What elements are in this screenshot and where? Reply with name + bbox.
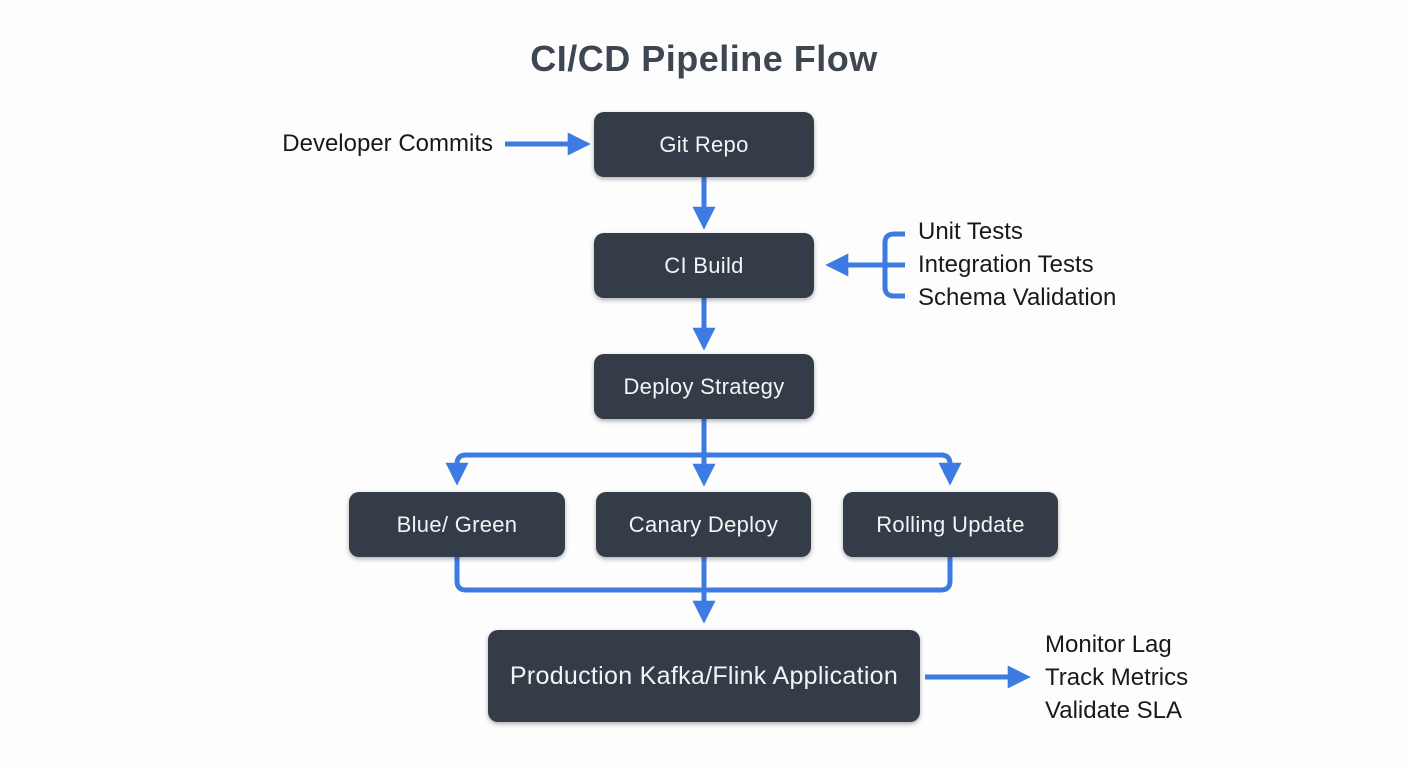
node-canary-deploy-label: Canary Deploy [628,511,779,537]
label-track-metrics: Track Metrics [1045,664,1189,691]
label-developer-commits: Developer Commits [282,130,493,157]
bracket-ci-checks [882,231,905,299]
node-git-repo-label: Git Repo [659,131,749,157]
node-ci-build: CI Build [594,233,814,298]
node-ci-build-label: CI Build [664,252,744,278]
node-rolling-update-label: Rolling Update [876,511,1025,537]
arrow-deploy-to-rolling [704,452,962,486]
label-group-ci-checks: Unit Tests Integration Tests Schema Vali… [918,215,1116,314]
label-validate-sla: Validate SLA [1045,697,1182,724]
line-rolling-to-merge [704,557,953,593]
label-monitor-lag: Monitor Lag [1045,631,1172,658]
label-unit-tests: Unit Tests [918,218,1023,245]
node-production-app-label: Production Kafka/Flink Application [509,661,899,690]
node-deploy-strategy: Deploy Strategy [594,354,814,419]
label-integration-tests: Integration Tests [918,251,1094,278]
line-blue-green-to-merge [454,557,704,593]
node-production-app: Production Kafka/Flink Application [488,630,920,722]
node-git-repo: Git Repo [594,112,814,177]
page-title: CI/CD Pipeline Flow [530,38,878,79]
node-blue-green-label: Blue/ Green [396,511,518,537]
node-canary-deploy: Canary Deploy [596,492,811,557]
label-schema-validation: Schema Validation [918,284,1117,311]
node-deploy-strategy-label: Deploy Strategy [623,373,785,399]
arrow-deploy-to-blue-green [445,452,704,486]
node-blue-green: Blue/ Green [349,492,565,557]
label-group-monitoring: Monitor Lag Track Metrics Validate SLA [1045,628,1188,727]
node-rolling-update: Rolling Update [843,492,1058,557]
